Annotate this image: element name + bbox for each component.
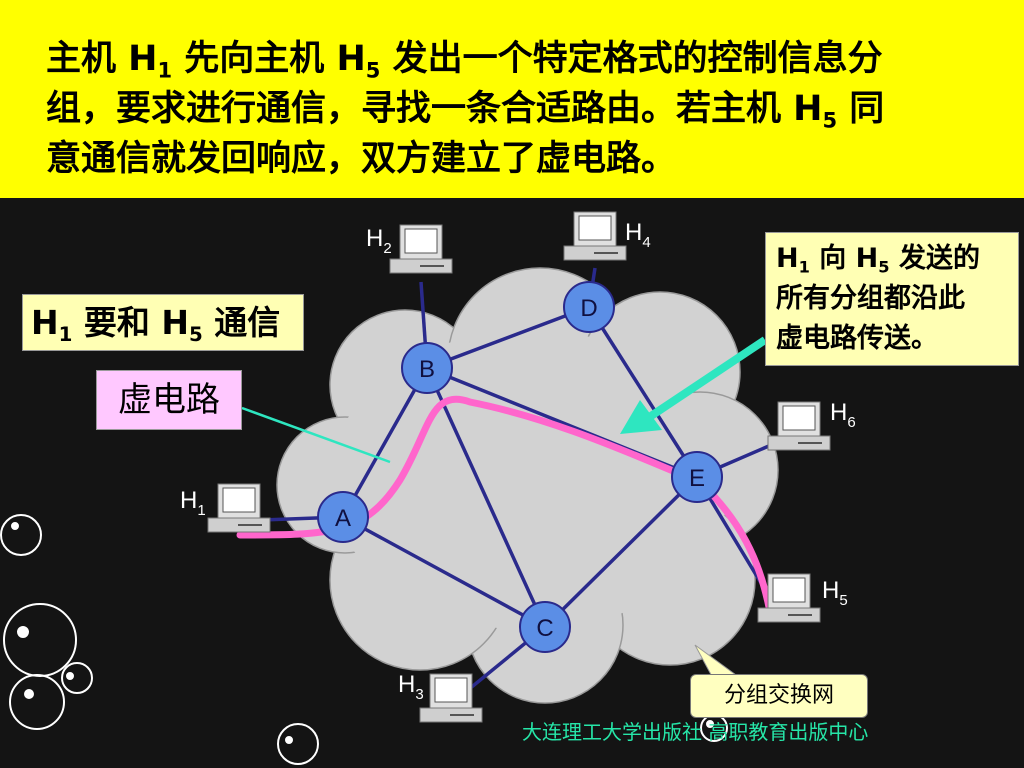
node-b: B [401,342,453,394]
svg-text:B: B [419,356,435,383]
virtual-circuit-pointer [241,406,391,464]
svg-text:E: E [689,465,705,492]
node-c: C [519,601,571,653]
host-h6: H6 [767,399,856,451]
header-banner: 主机 H1 先向主机 H5 发出一个特定格式的控制信息分 组，要求进行通信，寻找… [0,0,1024,198]
note-arrow-icon [620,336,768,434]
node-a: A [317,491,369,543]
node-d: D [563,281,615,333]
host-h3: H3 [398,671,483,723]
svg-text:D: D [580,295,597,322]
network-diagram: B D A E C H1 H2 H4 H6 H5 H3 [0,211,856,765]
svg-text:A: A [335,505,351,532]
host-h4: H4 [563,211,651,261]
header-text: 主机 H1 先向主机 H5 发出一个特定格式的控制信息分 组，要求进行通信，寻找… [46,39,885,179]
svg-text:H6: H6 [830,399,856,431]
svg-text:H2: H2 [366,225,392,257]
h1-h5-communicate-label: H1 要和 H5 通信 [22,294,304,351]
publisher-footer: 大连理工大学出版社 高职教育出版中心 [522,720,869,744]
bubble-decoration [0,514,728,765]
svg-text:H5: H5 [822,577,848,609]
svg-text:C: C [536,615,553,642]
svg-text:H4: H4 [625,219,651,251]
packet-route-note: H1 向 H5 发送的 所有分组都沿此 虚电路传送。 [765,232,1019,366]
node-e: E [671,451,723,503]
virtual-circuit-label: 虚电路 [96,370,242,430]
host-h1: H1 [180,483,271,533]
packet-switching-network-label: 分组交换网 [690,674,868,718]
host-h2: H2 [366,224,453,274]
svg-text:H3: H3 [398,671,424,703]
svg-text:H1: H1 [180,487,206,519]
host-h5: H5 [757,573,848,623]
